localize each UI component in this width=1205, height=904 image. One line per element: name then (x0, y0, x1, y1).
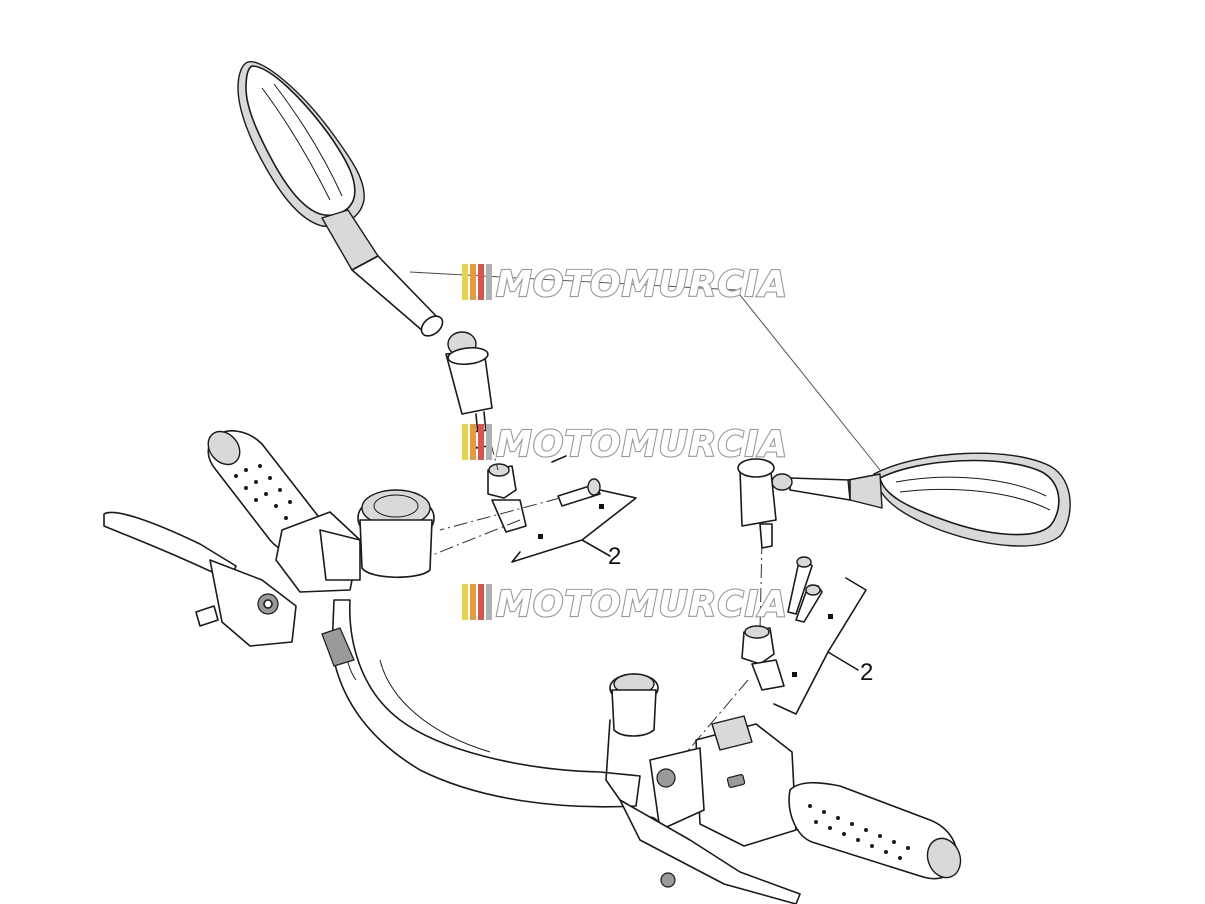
watermark-stripe (478, 264, 484, 300)
watermark-stripe (478, 424, 484, 460)
assembly-axis-left-bolt (439, 497, 561, 531)
watermark-text: MOTOMURCIA (496, 584, 788, 625)
mirror-leader-line (409, 271, 881, 471)
watermark-stripe (486, 424, 492, 460)
watermark-stripe (478, 584, 484, 620)
watermark-stripe (470, 264, 476, 300)
watermark-bottom: MOTOMURCIA (462, 583, 788, 626)
watermark-text: MOTOMURCIA (496, 424, 788, 465)
watermark-stripe (462, 584, 468, 620)
left-mirror (237, 61, 493, 449)
watermark-text: MOTOMURCIA (496, 264, 788, 305)
left-grip-assembly (103, 430, 435, 667)
right-grip-texture (808, 804, 910, 860)
right-mirror (737, 452, 1071, 549)
watermark-stripe (486, 264, 492, 300)
watermark-top: MOTOMURCIA (462, 263, 788, 306)
watermark-stripe (486, 584, 492, 620)
left-mount-kit: 2 (487, 455, 637, 570)
right-mount-kit: 2 (741, 556, 873, 715)
handlebar (331, 599, 641, 808)
watermark-stripe (462, 264, 468, 300)
callout-label-left: 2 (608, 543, 621, 570)
callout-label-right: 2 (860, 659, 873, 686)
watermark-stripe (470, 584, 476, 620)
watermark-middle: MOTOMURCIA (462, 423, 788, 466)
right-grip-assembly (605, 673, 962, 904)
watermark-stripe (470, 424, 476, 460)
assembly-axis-right (679, 539, 763, 761)
left-grip-texture (234, 464, 292, 520)
watermark-stripe (462, 424, 468, 460)
